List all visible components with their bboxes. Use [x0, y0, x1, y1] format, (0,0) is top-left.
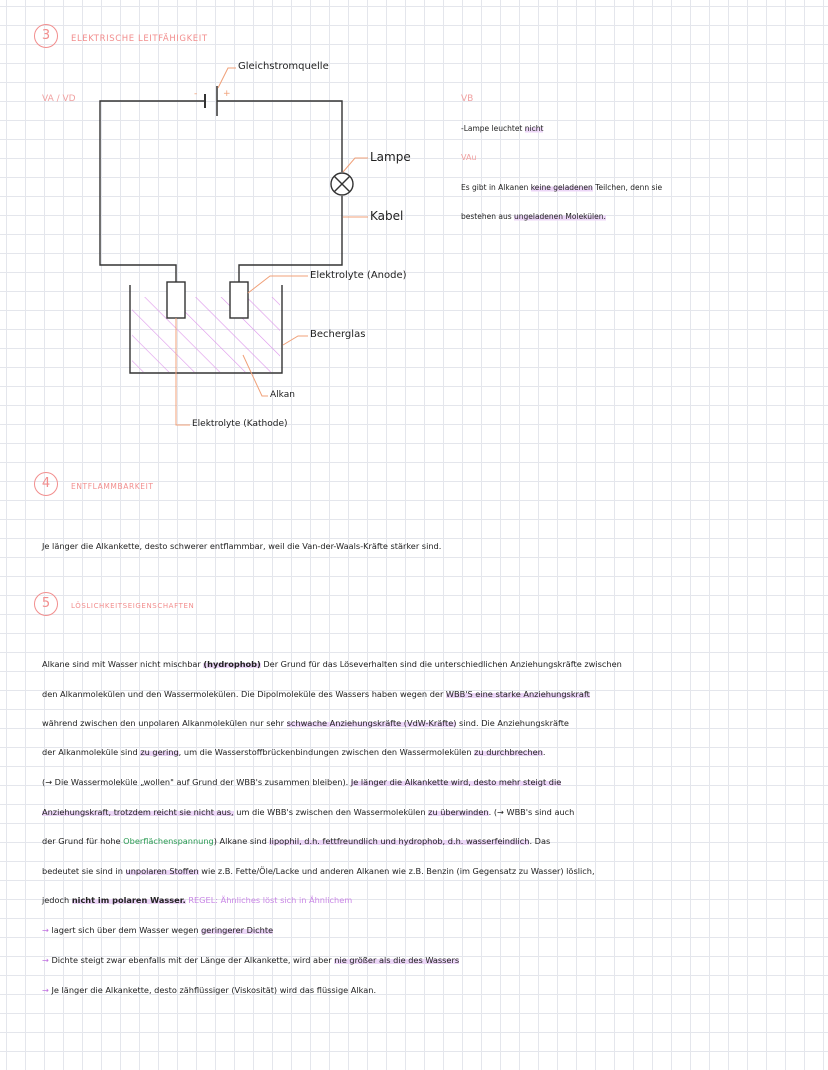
label-power-source: Gleichstromquelle — [238, 61, 329, 72]
s5-bullet-1: → lagert sich über dem Wasser wegen geri… — [42, 925, 274, 935]
section-5-title: LÖSLICHKEITSEIGENSCHAFTEN — [71, 602, 195, 610]
leader-lamp — [342, 157, 368, 173]
explanation-line-1: Es gibt in Alkanen keine geladenen Teilc… — [461, 183, 663, 192]
s5-line-2: den Alkanmolekülen und den Wassermolekül… — [42, 689, 590, 699]
va2-label: VAu — [461, 153, 477, 162]
s5-bullet-3: → Je länger die Alkankette, desto zähflü… — [42, 985, 377, 995]
leader-anode — [247, 275, 308, 294]
cathode-electrode — [166, 281, 186, 319]
s5-line-1: Alkane sind mit Wasser nicht mischbar (h… — [42, 659, 622, 669]
arrow-icon: → — [42, 925, 49, 935]
s5-line-7: der Grund für hohe Oberflächenspannung) … — [42, 836, 551, 846]
leader-cathode — [175, 318, 190, 426]
leader-power — [217, 67, 236, 89]
cable-wire-3 — [238, 196, 343, 282]
anode-electrode — [229, 281, 249, 319]
s5-line-8: bedeutet sie sind in unpolaren Stoffen w… — [42, 866, 595, 876]
section-3-number: 3 — [34, 24, 58, 48]
label-alkane: Alkan — [270, 390, 295, 400]
vb-observation: -Lampe leuchtet nicht — [461, 124, 544, 133]
section-4-number: 4 — [34, 472, 58, 496]
alkane-liquid — [132, 297, 280, 372]
section-3-title: ELEKTRISCHE LEITFÄHIGKEIT — [71, 34, 208, 44]
leader-beaker — [282, 335, 308, 346]
s5-line-6: Anziehungskraft, trotzdem reicht sie nic… — [42, 807, 575, 817]
label-cathode: Elektrolyte (Kathode) — [192, 419, 288, 429]
explanation-line-2: bestehen aus ungeladenen Molekülen. — [461, 212, 606, 221]
vb-label: VB — [461, 94, 474, 104]
label-beaker: Becherglas — [310, 329, 366, 340]
leader-alkane — [242, 354, 268, 397]
s5-line-5: (→ Die Wassermoleküle „wollen" auf Grund… — [42, 777, 562, 787]
label-anode: Elektrolyte (Anode) — [310, 270, 407, 281]
label-lamp: Lampe — [370, 150, 411, 164]
s5-line-9: jedoch nicht im polaren Wasser. REGEL: Ä… — [42, 895, 353, 905]
arrow-icon: → — [42, 985, 49, 995]
section-4-title: ENTFLAMMBARKEIT — [71, 482, 154, 491]
cable-wire-2 — [217, 100, 343, 172]
va-label: VA / VD — [42, 94, 76, 104]
s5-line-3: während zwischen den unpolaren Alkanmole… — [42, 718, 569, 728]
circuit-diagram — [99, 67, 368, 426]
plus-sign: + — [223, 89, 231, 99]
cable-wire — [99, 100, 205, 282]
label-cable: Kabel — [370, 209, 404, 223]
arrow-icon: → — [42, 955, 49, 965]
minus-sign: - — [194, 89, 198, 99]
section-5-number: 5 — [34, 592, 58, 616]
section-4-text: Je länger die Alkankette, desto schwerer… — [42, 541, 442, 551]
s5-bullet-2: → Dichte steigt zwar ebenfalls mit der L… — [42, 955, 460, 965]
s5-line-4: der Alkanmoleküle sind zu gering, um die… — [42, 747, 546, 757]
beaker — [129, 285, 283, 374]
